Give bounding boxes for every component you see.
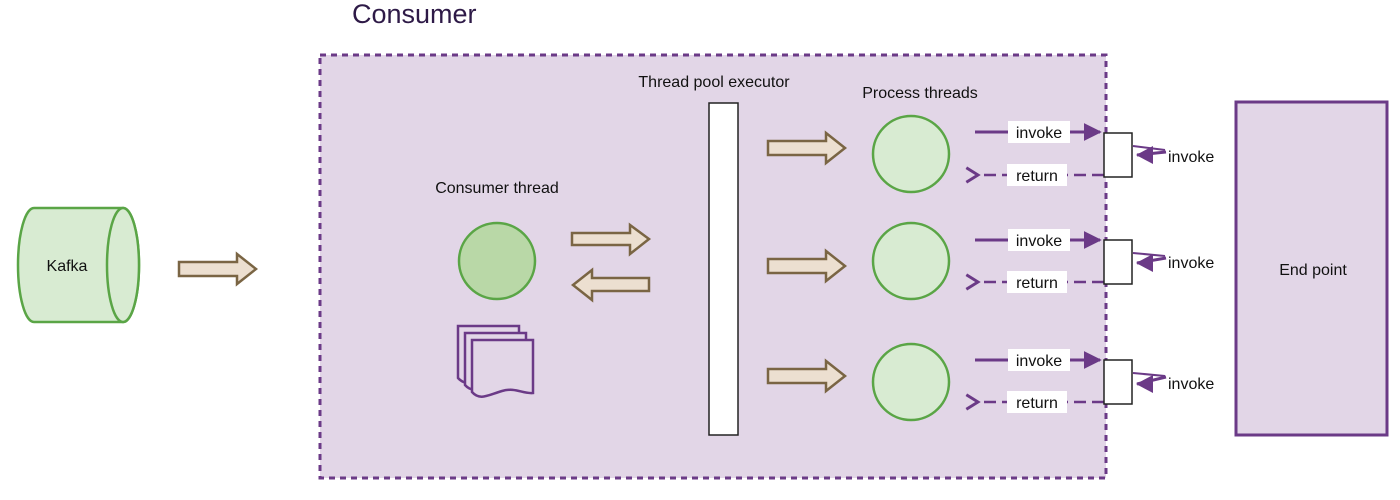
endpoint-invoke-label: invoke — [1168, 149, 1214, 166]
endpoint-invoke-label: invoke — [1168, 255, 1214, 272]
process-row-3: invoke return invoke — [965, 349, 1214, 413]
return-label: return — [1016, 395, 1058, 412]
invoke-label: invoke — [1016, 353, 1062, 370]
process-thread-circle — [871, 221, 951, 301]
process-row-1: invoke return invoke — [965, 121, 1214, 186]
arrow-executor-to-consumer — [570, 267, 651, 303]
endpoint-label: End point — [1279, 262, 1347, 279]
endpoint-port — [1103, 132, 1133, 178]
endpoint-invoke-label: invoke — [1168, 376, 1214, 393]
process-thread-circle — [871, 342, 951, 422]
process-threads-label: Process threads — [862, 85, 978, 102]
return-label: return — [1016, 275, 1058, 292]
invoke-label: invoke — [1016, 125, 1062, 142]
consumer-thread-circle — [457, 221, 537, 301]
process-row-2: invoke return invoke — [965, 229, 1214, 293]
block-arrows — [177, 130, 848, 394]
consumer-title: Consumer — [352, 0, 477, 29]
arrow-kafka-to-consumer — [177, 251, 259, 287]
arrow-consumer-to-executor — [570, 222, 652, 257]
endpoint-port — [1103, 359, 1133, 405]
executor-label: Thread pool executor — [638, 74, 790, 91]
kafka-label: Kafka — [47, 258, 88, 275]
invoke-label: invoke — [1016, 233, 1062, 250]
consumer-thread-label: Consumer thread — [435, 180, 559, 197]
endpoint-box — [1234, 100, 1389, 437]
return-label: return — [1016, 168, 1058, 185]
arrow-executor-to-process-2 — [766, 248, 848, 284]
executor-bar — [708, 102, 739, 436]
process-thread-circle — [871, 114, 951, 194]
documents-icon — [456, 324, 535, 398]
arrow-executor-to-process-1 — [766, 130, 848, 166]
kafka-cylinder: Kafka — [16, 206, 141, 324]
endpoint-port — [1103, 239, 1133, 285]
arrow-executor-to-process-3 — [766, 358, 848, 394]
